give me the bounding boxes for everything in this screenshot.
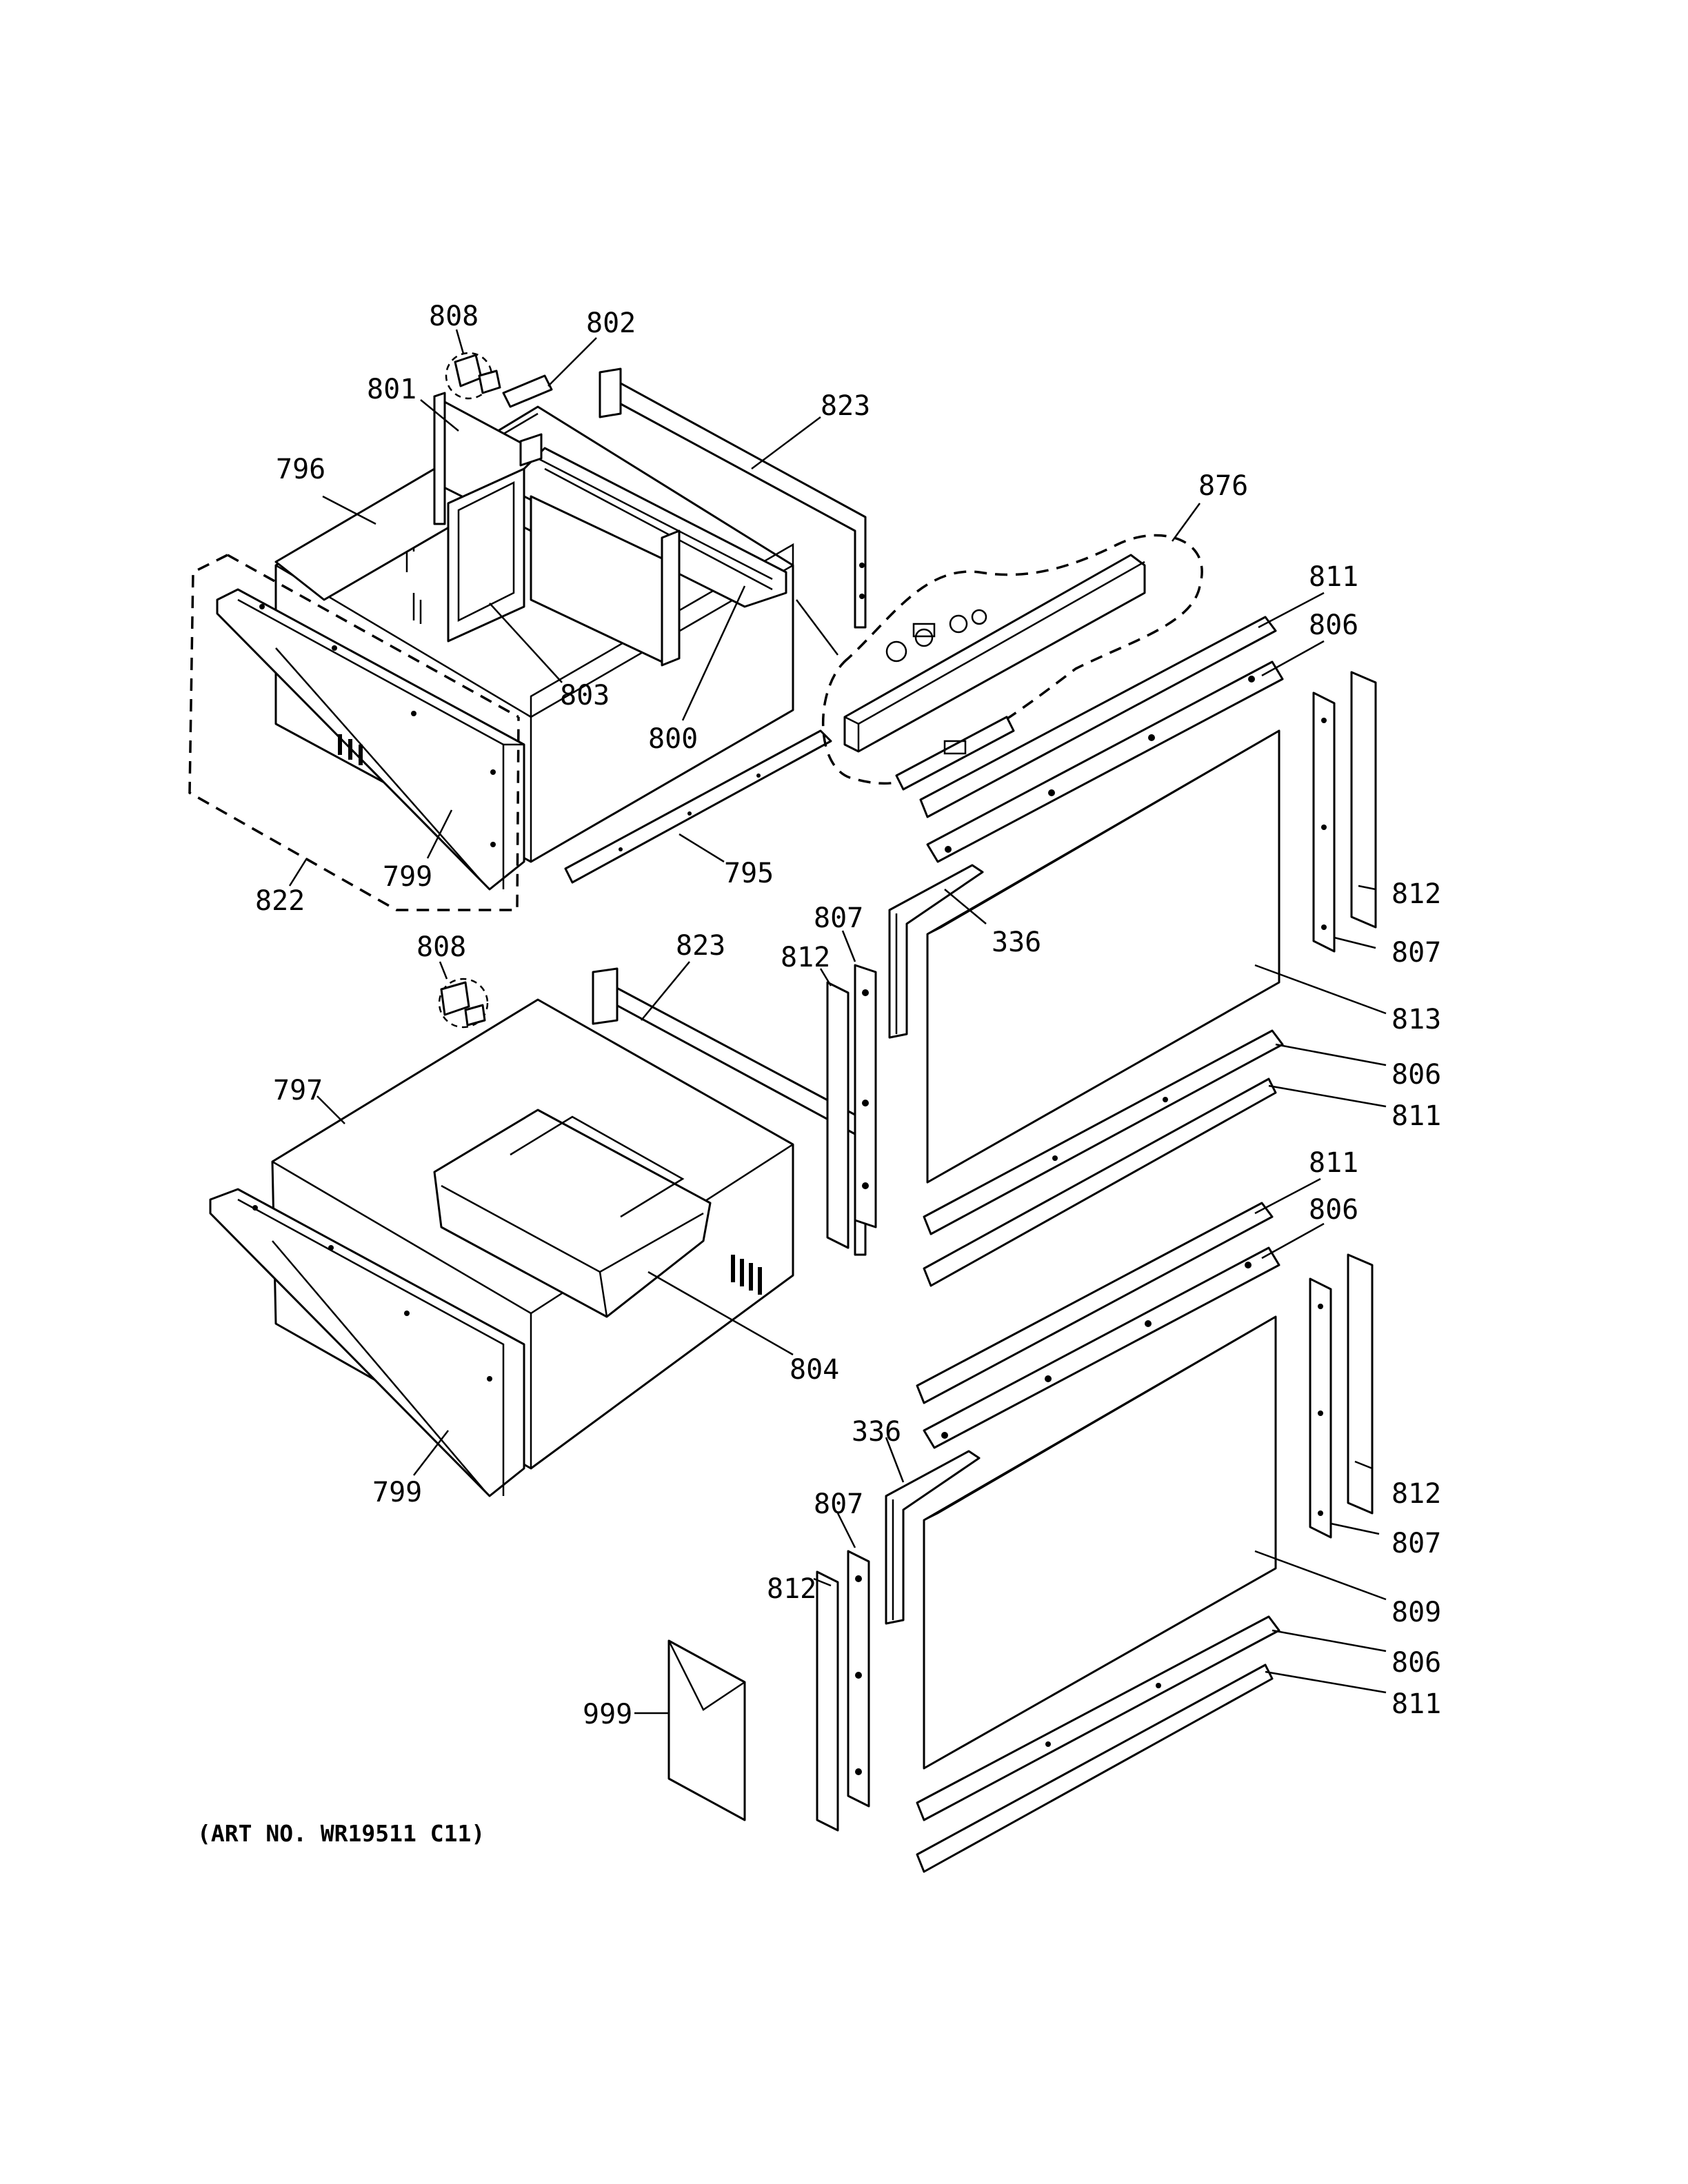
- callout-806: 806: [1391, 1647, 1441, 1679]
- slide-rail-795: [564, 729, 832, 884]
- rail-806-lower-bottom: [916, 1615, 1280, 1821]
- gasket-811-lower-bottom: [916, 1664, 1274, 1873]
- trim-336-upper: [888, 864, 984, 1039]
- callout-labels: 808 802 801 823 796 876 811 806 803 800 …: [255, 301, 1441, 1730]
- clip-802: [502, 374, 553, 467]
- leader-lines: [288, 329, 1387, 1715]
- callout-796: 796: [276, 454, 325, 485]
- callout-812: 812: [1391, 878, 1441, 910]
- gasket-811-upper-top: [919, 616, 1277, 818]
- control-panel-876: [822, 534, 1203, 791]
- rear-panel-823-upper: [599, 367, 867, 629]
- callout-809: 809: [1391, 1597, 1441, 1628]
- side-rail-807-lower-left: [847, 1550, 870, 1808]
- art-number-caption: (ART NO. WR19511 C11): [197, 1820, 485, 1847]
- door-panel-809: [923, 1315, 1277, 1770]
- callout-802: 802: [586, 307, 636, 339]
- callout-811: 811: [1391, 1688, 1441, 1720]
- storage-bin-804: [433, 1109, 712, 1318]
- callout-876: 876: [1198, 470, 1248, 502]
- latch-808-lower: [438, 978, 489, 1029]
- literature-envelope-999: [667, 1639, 746, 1821]
- side-rail-807-upper-right: [1312, 691, 1336, 953]
- side-rail-807-center: [854, 964, 877, 1228]
- upper-drawer-front-799: [216, 588, 525, 891]
- callout-807: 807: [1391, 1528, 1441, 1559]
- callout-808: 808: [416, 931, 466, 963]
- divider-803: [447, 467, 525, 643]
- lower-drawer-front-799: [209, 1188, 525, 1497]
- callout-795: 795: [724, 858, 774, 889]
- gasket-strip-812-lower-right: [1347, 1253, 1374, 1515]
- rail-assembly-800: [523, 447, 787, 667]
- callout-806: 806: [1309, 1194, 1358, 1226]
- drawer-assembly-822-outline: [188, 554, 520, 911]
- callout-812: 812: [1391, 1478, 1441, 1510]
- callout-806: 806: [1391, 1059, 1441, 1091]
- callout-811: 811: [1309, 561, 1358, 593]
- callout-811: 811: [1309, 1147, 1358, 1179]
- callout-812: 812: [767, 1573, 816, 1605]
- callout-822: 822: [255, 885, 305, 917]
- callout-801: 801: [367, 374, 416, 405]
- callout-812: 812: [781, 942, 830, 973]
- gasket-811-upper-bottom: [923, 1078, 1277, 1287]
- callout-803: 803: [560, 680, 610, 711]
- gasket-strip-812-lower-left: [816, 1570, 839, 1832]
- callout-823: 823: [821, 390, 870, 422]
- callout-807: 807: [814, 1488, 863, 1520]
- side-rail-807-lower-right: [1309, 1277, 1332, 1539]
- gasket-strip-812-upper-right: [1350, 671, 1377, 929]
- callout-823: 823: [676, 930, 725, 962]
- callout-336: 336: [852, 1416, 901, 1448]
- callout-797: 797: [273, 1075, 323, 1106]
- callout-804: 804: [790, 1354, 839, 1386]
- callout-808: 808: [429, 301, 479, 332]
- callout-799: 799: [383, 861, 432, 893]
- door-panel-813: [926, 729, 1280, 1184]
- callout-813: 813: [1391, 1004, 1441, 1035]
- rail-806-lower-top: [923, 1246, 1280, 1449]
- latch-808-upper: [445, 352, 501, 400]
- callout-336: 336: [992, 927, 1041, 958]
- rail-806-upper-bottom: [923, 1029, 1284, 1235]
- callout-807: 807: [1391, 937, 1441, 969]
- gasket-strip-812-center: [826, 981, 850, 1249]
- gasket-811-lower-top: [916, 1202, 1274, 1404]
- callout-811: 811: [1391, 1100, 1441, 1132]
- callout-999: 999: [583, 1699, 632, 1730]
- callout-806: 806: [1309, 609, 1358, 641]
- callout-799: 799: [372, 1477, 422, 1508]
- callout-800: 800: [648, 723, 698, 755]
- rail-806-upper-top: [926, 660, 1284, 863]
- callout-807: 807: [814, 902, 863, 934]
- trim-336-lower: [885, 1450, 981, 1625]
